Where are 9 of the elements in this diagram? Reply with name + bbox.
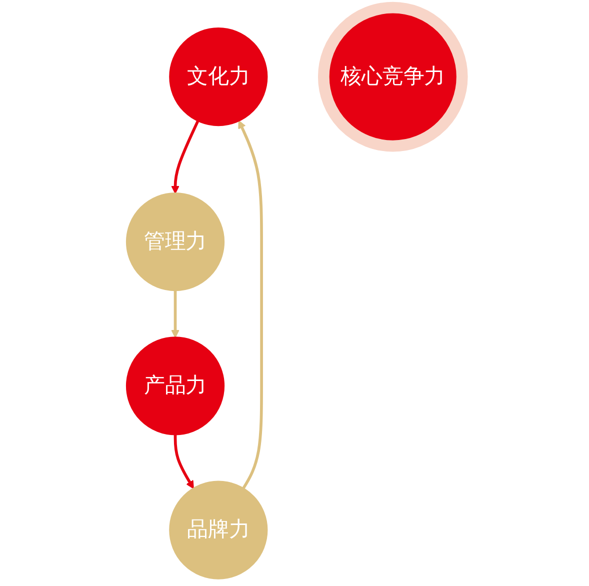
node-circle: 管理力 [126, 192, 225, 292]
node-circle: 产品力 [126, 336, 225, 436]
arrow [171, 120, 200, 194]
arrow [174, 434, 194, 489]
node-circle: 品牌力 [169, 480, 268, 580]
arrow [238, 120, 263, 490]
node-circle: 核心竞争力 [318, 2, 468, 152]
arrow [171, 290, 180, 338]
node-circle: 文化力 [169, 28, 268, 126]
